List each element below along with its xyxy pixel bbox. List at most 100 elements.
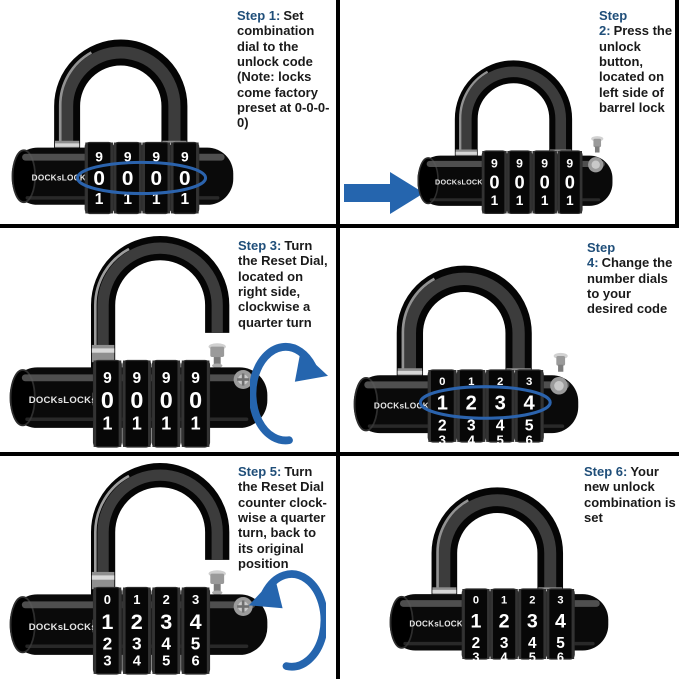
svg-text:3: 3 — [160, 609, 172, 634]
svg-text:9: 9 — [541, 157, 548, 171]
step-1-instructions: Step 1:Set combination dial to the unloc… — [237, 8, 331, 131]
reset-dial — [233, 596, 253, 617]
svg-text:0: 0 — [489, 171, 499, 192]
svg-text:0: 0 — [130, 387, 143, 413]
step-1-body: Set combination dial to the unlock code … — [237, 8, 330, 131]
step-4-instructions: Step 4:Change the number dials to your d… — [587, 240, 673, 317]
svg-text:9: 9 — [103, 370, 112, 387]
svg-text:9: 9 — [491, 157, 498, 171]
svg-text:5: 5 — [162, 653, 170, 669]
svg-text:0: 0 — [179, 167, 191, 190]
svg-text:4: 4 — [468, 433, 476, 448]
svg-text:9: 9 — [162, 370, 171, 387]
rotate-clockwise-icon — [250, 331, 328, 446]
svg-text:2: 2 — [438, 418, 447, 435]
arrow-right-icon — [344, 170, 426, 216]
svg-text:1: 1 — [468, 376, 475, 388]
step-5-label: Step 5: — [238, 464, 282, 479]
svg-text:1: 1 — [101, 609, 113, 634]
svg-text:4: 4 — [161, 634, 171, 654]
svg-text:5: 5 — [191, 634, 201, 654]
svg-text:1: 1 — [566, 193, 574, 208]
svg-text:9: 9 — [566, 157, 573, 171]
svg-text:1: 1 — [102, 414, 112, 434]
svg-text:4: 4 — [501, 650, 509, 665]
step-4-label: Step 4: — [587, 240, 616, 271]
shackle-pin — [208, 570, 226, 595]
svg-text:5: 5 — [525, 418, 534, 435]
svg-text:5: 5 — [556, 635, 565, 652]
svg-text:3: 3 — [192, 592, 199, 607]
svg-text:9: 9 — [95, 149, 103, 165]
svg-text:0: 0 — [160, 387, 173, 413]
code-highlight-ellipse — [75, 160, 208, 196]
svg-text:1: 1 — [152, 191, 161, 208]
step-2-body: Press the unlock button, located on left… — [599, 23, 673, 115]
svg-text:0: 0 — [514, 171, 524, 192]
svg-text:3: 3 — [132, 634, 142, 654]
svg-text:5: 5 — [497, 433, 504, 448]
svg-text:4: 4 — [524, 392, 536, 414]
svg-text:0: 0 — [104, 592, 111, 607]
svg-text:0: 0 — [473, 595, 479, 607]
svg-text:0: 0 — [565, 171, 575, 192]
svg-text:0: 0 — [101, 387, 114, 413]
reset-dial — [591, 136, 604, 153]
brand-text: DOCKsLOCKs — [409, 620, 468, 629]
svg-text:1: 1 — [470, 610, 481, 632]
svg-text:9: 9 — [124, 149, 132, 165]
step-6-body: Your new unlock combination is set — [584, 464, 676, 525]
horizontal-divider-2 — [0, 452, 679, 456]
svg-text:1: 1 — [516, 193, 524, 208]
svg-text:1: 1 — [133, 592, 140, 607]
horizontal-divider-1 — [0, 224, 679, 228]
svg-text:5: 5 — [529, 650, 536, 665]
svg-text:9: 9 — [191, 370, 200, 387]
shackle-pin — [208, 343, 226, 368]
svg-text:2: 2 — [497, 376, 503, 388]
svg-text:4: 4 — [496, 418, 505, 435]
svg-text:2: 2 — [131, 609, 143, 634]
svg-text:3: 3 — [103, 653, 111, 669]
svg-text:0: 0 — [122, 167, 134, 190]
svg-text:1: 1 — [95, 191, 104, 208]
code-highlight-ellipse — [418, 385, 552, 420]
brand-text: DOCKsLOCKs — [29, 622, 97, 633]
svg-text:2: 2 — [529, 595, 535, 607]
svg-text:3: 3 — [527, 610, 538, 632]
svg-text:3: 3 — [526, 376, 532, 388]
brand-text: DOCKsLOCKs — [374, 401, 434, 411]
svg-text:6: 6 — [557, 650, 564, 665]
step-3-label: Step 3: — [238, 238, 282, 253]
right-border-segment — [675, 0, 679, 228]
svg-text:0: 0 — [93, 167, 105, 190]
step-5-instructions: Step 5:Turn the Reset Dial counter clock… — [238, 464, 333, 571]
svg-text:9: 9 — [152, 149, 160, 165]
step-3-body: Turn the Reset Dial, located on right si… — [238, 238, 328, 330]
svg-text:9: 9 — [181, 149, 189, 165]
svg-text:3: 3 — [500, 635, 509, 652]
svg-text:3: 3 — [472, 650, 479, 665]
reset-dial — [233, 369, 253, 390]
step-2-instructions: Step 2:Press the unlock button, located … — [599, 8, 673, 115]
svg-text:9: 9 — [132, 370, 141, 387]
shackle-open — [90, 236, 230, 385]
svg-text:6: 6 — [192, 653, 200, 669]
svg-text:3: 3 — [439, 433, 446, 448]
svg-text:2: 2 — [472, 635, 481, 652]
step-1-label: Step 1: — [237, 8, 281, 23]
